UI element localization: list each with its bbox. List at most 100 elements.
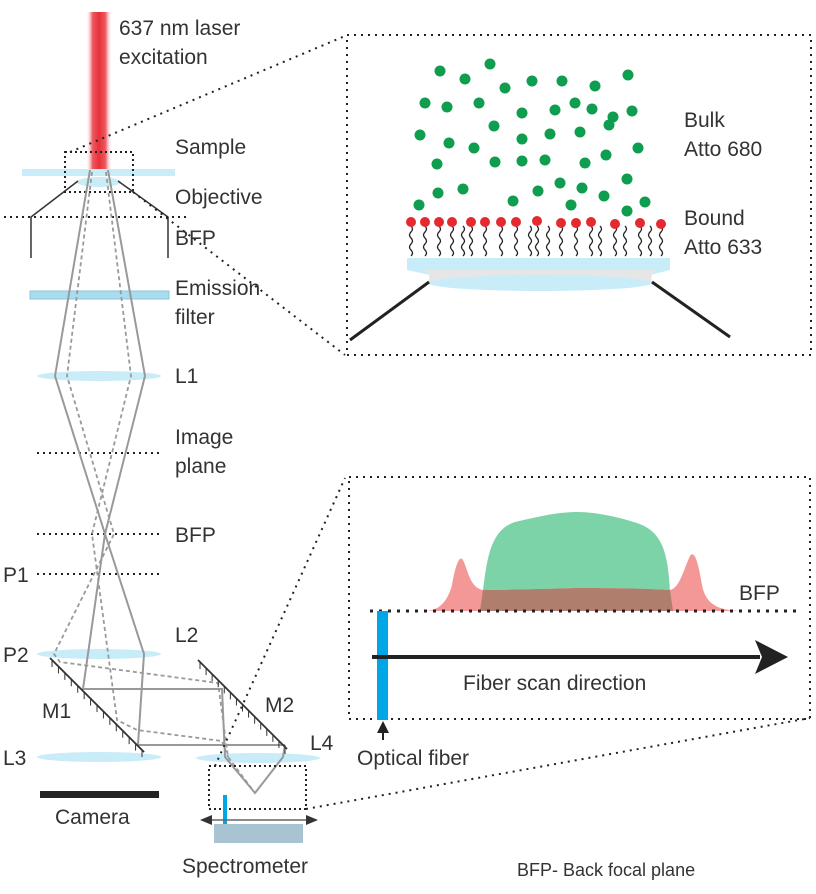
lens-l1 <box>37 371 161 381</box>
bulk-dye-dot <box>576 182 588 194</box>
bulk-dye-dot <box>441 101 453 113</box>
sample-inset-box <box>346 34 812 356</box>
bulk-dye-dot <box>499 82 511 94</box>
bulk-dye-dot <box>516 133 528 145</box>
linker-chain <box>422 225 428 257</box>
bfp-legend-note: BFP- Back focal plane <box>517 860 695 880</box>
bulk-dye-dot <box>621 205 633 217</box>
bulk-dye-dot <box>457 183 469 195</box>
linker-chain <box>408 225 414 257</box>
bound-dye-dot <box>586 217 596 227</box>
inset-objective-right <box>651 280 731 339</box>
bulk-dye-dot <box>443 137 455 149</box>
optical-fiber-label: Optical fiber <box>357 747 469 770</box>
bound-dye-dot <box>511 217 521 227</box>
m1-label: M1 <box>42 700 71 723</box>
linker-chain <box>513 225 519 257</box>
bulk-dye-dot <box>473 97 485 109</box>
emission-label-line1: Emission <box>175 277 260 300</box>
overlap-profile <box>480 588 673 611</box>
laser-label-line1: 637 nm laser <box>119 17 240 40</box>
linker-chain <box>597 225 603 257</box>
linker-chain <box>436 225 442 257</box>
bulk-dye-dot <box>434 65 446 77</box>
bound-dye-dot <box>532 216 542 226</box>
bound-label-line2: Atto 633 <box>684 236 762 259</box>
inset-objective-left <box>349 280 430 342</box>
bulk-dye-molecules <box>413 58 651 217</box>
sample-zoom-box <box>64 151 134 193</box>
bound-label-line1: Bound <box>684 207 745 230</box>
objective-label: Objective <box>175 186 263 209</box>
bound-dye-dot <box>406 217 416 227</box>
bulk-dye-dot <box>459 73 471 85</box>
linker-chain <box>545 225 551 257</box>
bound-dye-dot <box>556 218 566 228</box>
image-plane-label-line1: Image <box>175 426 233 449</box>
objective-body-left <box>30 180 79 258</box>
bound-dye-dot <box>635 218 645 228</box>
objective-lens <box>77 177 121 187</box>
mirror-m1-hatch <box>51 660 143 757</box>
bfp-inset-box <box>348 476 811 720</box>
linker-chain <box>558 225 564 257</box>
bound-dye-dot <box>571 218 581 228</box>
linker-chain <box>449 225 455 257</box>
bulk-dye-dot <box>626 105 638 117</box>
bfp-label-2: BFP <box>175 524 216 547</box>
camera-label: Camera <box>55 806 130 829</box>
bulk-dye-dot <box>488 120 500 132</box>
bulk-dye-dot <box>516 107 528 119</box>
bulk-dye-dot <box>632 142 644 154</box>
lens-l4 <box>196 753 320 763</box>
scan-arrow-head <box>755 640 788 674</box>
laser-beam <box>86 12 112 170</box>
sample-label: Sample <box>175 136 246 159</box>
fiber-pointer-head <box>377 721 389 733</box>
bulk-label-line1: Bulk <box>684 109 725 132</box>
bulk-dye-dot <box>526 75 538 87</box>
bulk-dye-dot <box>489 156 501 168</box>
sample-slide <box>22 169 175 176</box>
l1-label: L1 <box>175 365 198 388</box>
inset-objective-lens <box>428 275 652 291</box>
bound-dye-dot <box>447 217 457 227</box>
linker-chain <box>573 225 579 257</box>
bulk-dye-dot <box>432 187 444 199</box>
bound-dye-dot <box>466 217 476 227</box>
linker-chain <box>498 225 504 257</box>
linker-chain <box>658 225 664 257</box>
bfp-label-1: BFP <box>175 227 216 250</box>
lens-l2 <box>37 649 161 659</box>
bulk-dye-dot <box>600 149 612 161</box>
ray-paths-solid <box>53 169 286 795</box>
bound-dye-dot <box>610 219 620 229</box>
bulk-dye-dot <box>622 69 634 81</box>
l4-label: L4 <box>310 732 334 755</box>
image-plane-label-line2: plane <box>175 455 226 478</box>
bulk-dye-dot <box>484 58 496 70</box>
bound-dye-dot <box>480 217 490 227</box>
bulk-dye-dot <box>516 155 528 167</box>
spectrometer-label: Spectrometer <box>182 855 308 878</box>
spectrometer-block <box>214 824 303 843</box>
linker-chain <box>460 225 466 257</box>
inset-bfp-label: BFP <box>739 582 780 605</box>
bulk-dye-dot <box>586 103 598 115</box>
bulk-dye-dot <box>589 80 601 92</box>
linker-chain <box>622 225 628 257</box>
bulk-dye-dot <box>574 126 586 138</box>
bulk-dye-dot <box>532 185 544 197</box>
bulk-dye-dot <box>539 154 551 166</box>
p1-label: P1 <box>3 564 29 587</box>
bound-linkers <box>408 225 664 257</box>
bulk-dye-dot <box>544 128 556 140</box>
bulk-dye-dot <box>549 104 561 116</box>
l3-label: L3 <box>3 747 26 770</box>
zoom-connector-lines <box>69 35 811 810</box>
emission-filter <box>29 290 170 300</box>
bound-dye-molecules <box>406 216 666 229</box>
optical-fiber <box>377 611 388 720</box>
bulk-dye-dot <box>431 158 443 170</box>
